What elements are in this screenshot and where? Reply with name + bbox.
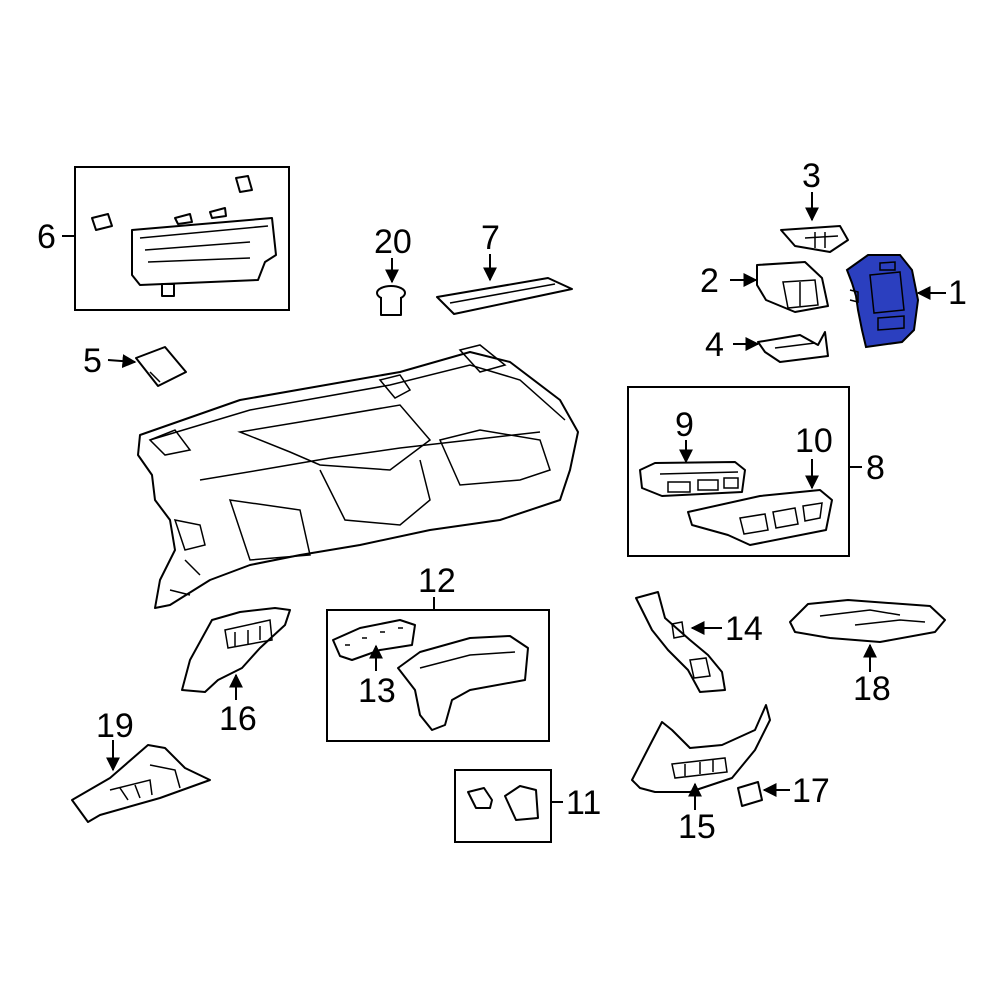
part-11-group[interactable] xyxy=(454,769,552,843)
callout-16: 16 xyxy=(219,700,257,738)
callout-15: 15 xyxy=(678,808,716,846)
part-13-bezel[interactable] xyxy=(332,619,416,661)
callout-13: 13 xyxy=(358,672,396,710)
part-8-group[interactable] xyxy=(627,386,850,557)
callout-9: 9 xyxy=(675,406,694,444)
part-16-panel[interactable] xyxy=(181,607,291,693)
part-6-glovebox[interactable] xyxy=(131,217,277,286)
callout-14: 14 xyxy=(725,610,763,648)
callout-11: 11 xyxy=(566,784,601,822)
part-5-cover[interactable] xyxy=(135,346,187,387)
part-15-center-panel[interactable] xyxy=(631,704,771,793)
part-3-vent[interactable] xyxy=(780,225,849,253)
part-11-clip[interactable] xyxy=(467,787,493,809)
callout-6: 6 xyxy=(37,218,56,256)
part-7-garnish[interactable] xyxy=(436,277,573,315)
callout-7: 7 xyxy=(481,219,500,257)
part-6-clip-b[interactable] xyxy=(235,175,253,193)
callout-10: 10 xyxy=(795,422,833,460)
part-9-vent[interactable] xyxy=(639,461,746,497)
callout-4: 4 xyxy=(705,326,724,364)
part-8-frame xyxy=(627,386,850,557)
part-11-frame xyxy=(454,769,552,843)
callout-3: 3 xyxy=(802,157,821,195)
part-2-vent[interactable] xyxy=(756,261,829,313)
part-10-vent[interactable] xyxy=(687,489,833,546)
instrument-panel[interactable] xyxy=(137,344,579,609)
part-14-switch-panel[interactable] xyxy=(635,591,726,693)
part-18-panel[interactable] xyxy=(789,599,946,643)
part-1-trim-panel[interactable] xyxy=(845,254,920,349)
callout-1: 1 xyxy=(948,274,967,312)
callout-8: 8 xyxy=(866,449,885,487)
callout-18: 18 xyxy=(853,670,891,708)
callout-12: 12 xyxy=(418,562,456,600)
part-12-group[interactable] xyxy=(326,609,550,742)
part-19-console[interactable] xyxy=(71,744,211,823)
callout-19: 19 xyxy=(96,707,134,745)
part-6-clip-a[interactable] xyxy=(91,213,113,231)
part-4-bracket[interactable] xyxy=(757,331,829,363)
part-17-cap[interactable] xyxy=(737,781,763,807)
part-6-frame xyxy=(74,166,290,311)
callout-5: 5 xyxy=(83,342,102,380)
callout-20: 20 xyxy=(374,223,412,261)
callout-17: 17 xyxy=(792,772,830,810)
part-12-cluster-hood[interactable] xyxy=(397,635,529,731)
part-6-group[interactable] xyxy=(74,166,290,311)
part-12-frame xyxy=(326,609,550,742)
part-20-clip[interactable] xyxy=(376,285,406,316)
part-11-knob[interactable] xyxy=(504,785,539,821)
callout-2: 2 xyxy=(700,262,719,300)
